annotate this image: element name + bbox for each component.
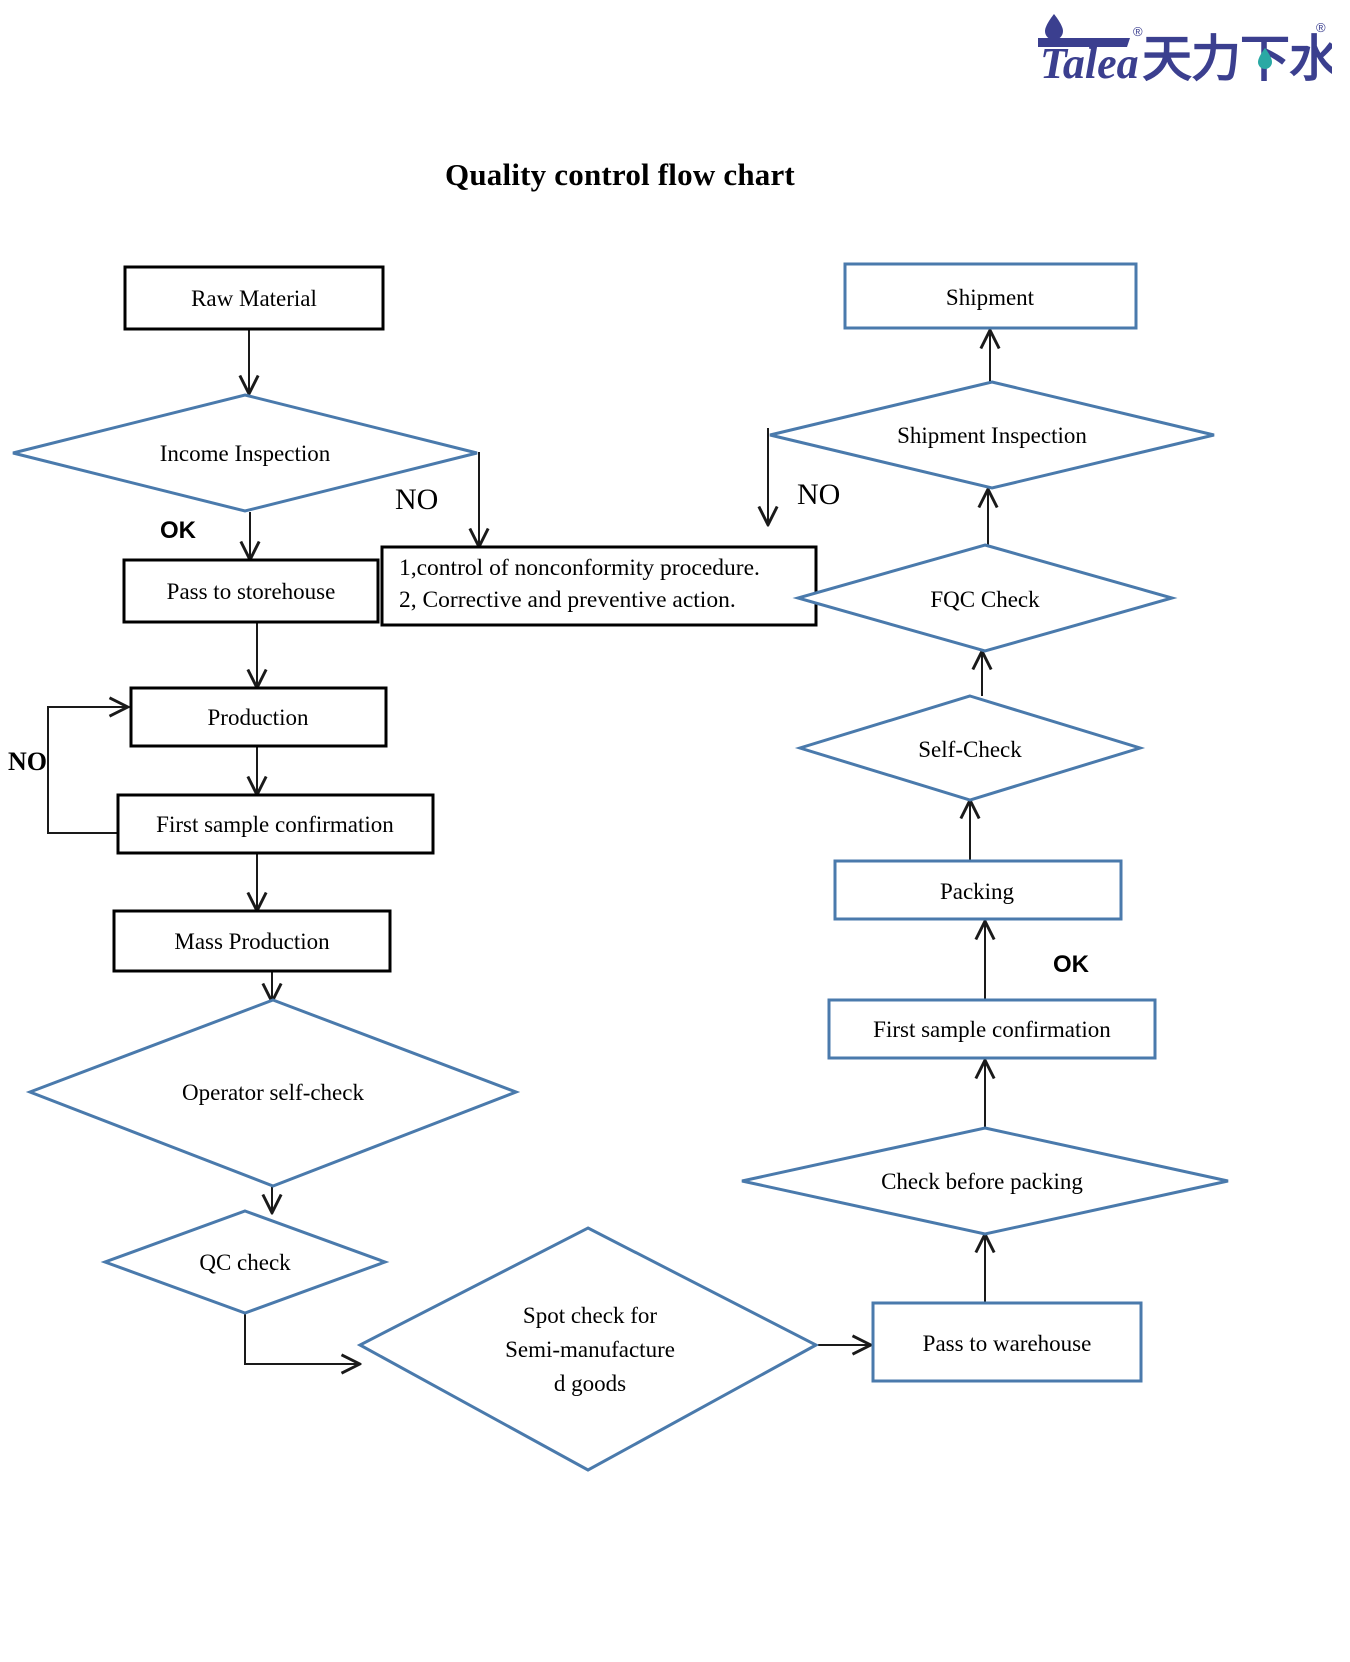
connectors [47,329,990,1364]
node-packing-label: Packing [940,879,1015,904]
node-check-before-packing-label: Check before packing [881,1169,1083,1194]
company-logo: Talea ® 天力下水 ® [1032,8,1332,94]
node-pass-to-storehouse-label: Pass to storehouse [167,579,336,604]
page-title: Quality control flow chart [445,157,795,192]
node-income-inspection[interactable]: Income Inspection [12,393,478,513]
node-production-label: Production [208,705,309,730]
node-fqc-check-label: FQC Check [930,587,1040,612]
edge-label-no-shipment: NO [797,478,840,511]
node-qc-check[interactable]: QC check [100,1209,390,1315]
node-pass-to-storehouse[interactable]: Pass to storehouse [122,558,380,624]
node-mass-production-label: Mass Production [174,929,330,954]
svg-text:天力下水: 天力下水 [1142,30,1332,88]
node-raw-material[interactable]: Raw Material [123,265,385,331]
node-first-sample-confirmation[interactable]: First sample confirmation [116,793,435,855]
node-nonconformity-note[interactable]: 1,control of nonconformity procedure. 2,… [380,545,818,627]
node-first-sample-confirmation-label: First sample confirmation [156,812,394,837]
edge-label-ok-packing: OK [1053,951,1090,978]
node-pass-to-warehouse[interactable]: Pass to warehouse [871,1301,1143,1383]
node-spot-check[interactable]: Spot check for Semi-manufacture d goods [356,1226,820,1472]
node-packing[interactable]: Packing [833,859,1123,921]
edge-label-no-firstsample: NO [8,747,47,776]
node-spot-check-line3: d goods [554,1371,626,1396]
node-income-inspection-label: Income Inspection [160,441,331,466]
edge-label-no-income: NO [395,483,438,516]
edge-qccheck-to-spotcheck [244,1313,358,1364]
node-mass-production[interactable]: Mass Production [112,909,392,973]
node-check-before-packing[interactable]: Check before packing [741,1126,1229,1236]
edge-labels: OK NO NO NO OK [8,478,1090,978]
node-spot-check-line2: Semi-manufacture [505,1337,675,1362]
node-shipment-label: Shipment [946,285,1035,310]
node-spot-check-line1: Spot check for [523,1303,657,1328]
node-nonconformity-line1: 1,control of nonconformity procedure. [399,555,760,581]
svg-text:®: ® [1316,20,1326,35]
svg-text:Talea: Talea [1040,39,1139,88]
node-first-sample-confirmation-right-label: First sample confirmation [873,1017,1111,1042]
edge-label-ok-income: OK [160,517,197,544]
node-operator-self-check-label: Operator self-check [182,1080,364,1105]
node-operator-self-check[interactable]: Operator self-check [25,998,521,1188]
node-self-check[interactable]: Self-Check [794,694,1146,802]
node-pass-to-warehouse-label: Pass to warehouse [923,1331,1092,1356]
svg-text:®: ® [1133,24,1143,39]
node-nonconformity-line2: 2, Corrective and preventive action. [399,587,736,613]
node-qc-check-label: QC check [199,1250,291,1275]
node-first-sample-confirmation-right[interactable]: First sample confirmation [827,998,1157,1060]
node-shipment[interactable]: Shipment [843,262,1138,330]
node-shipment-inspection[interactable]: Shipment Inspection [769,380,1215,490]
node-raw-material-label: Raw Material [191,286,317,311]
edge-firstsample-to-production-loop [47,707,126,834]
node-fqc-check[interactable]: FQC Check [792,543,1178,653]
node-shipment-inspection-label: Shipment Inspection [897,423,1087,448]
node-production[interactable]: Production [129,686,388,748]
node-self-check-label: Self-Check [918,737,1022,762]
logo-artwork: Talea ® 天力下水 ® [1038,14,1332,88]
